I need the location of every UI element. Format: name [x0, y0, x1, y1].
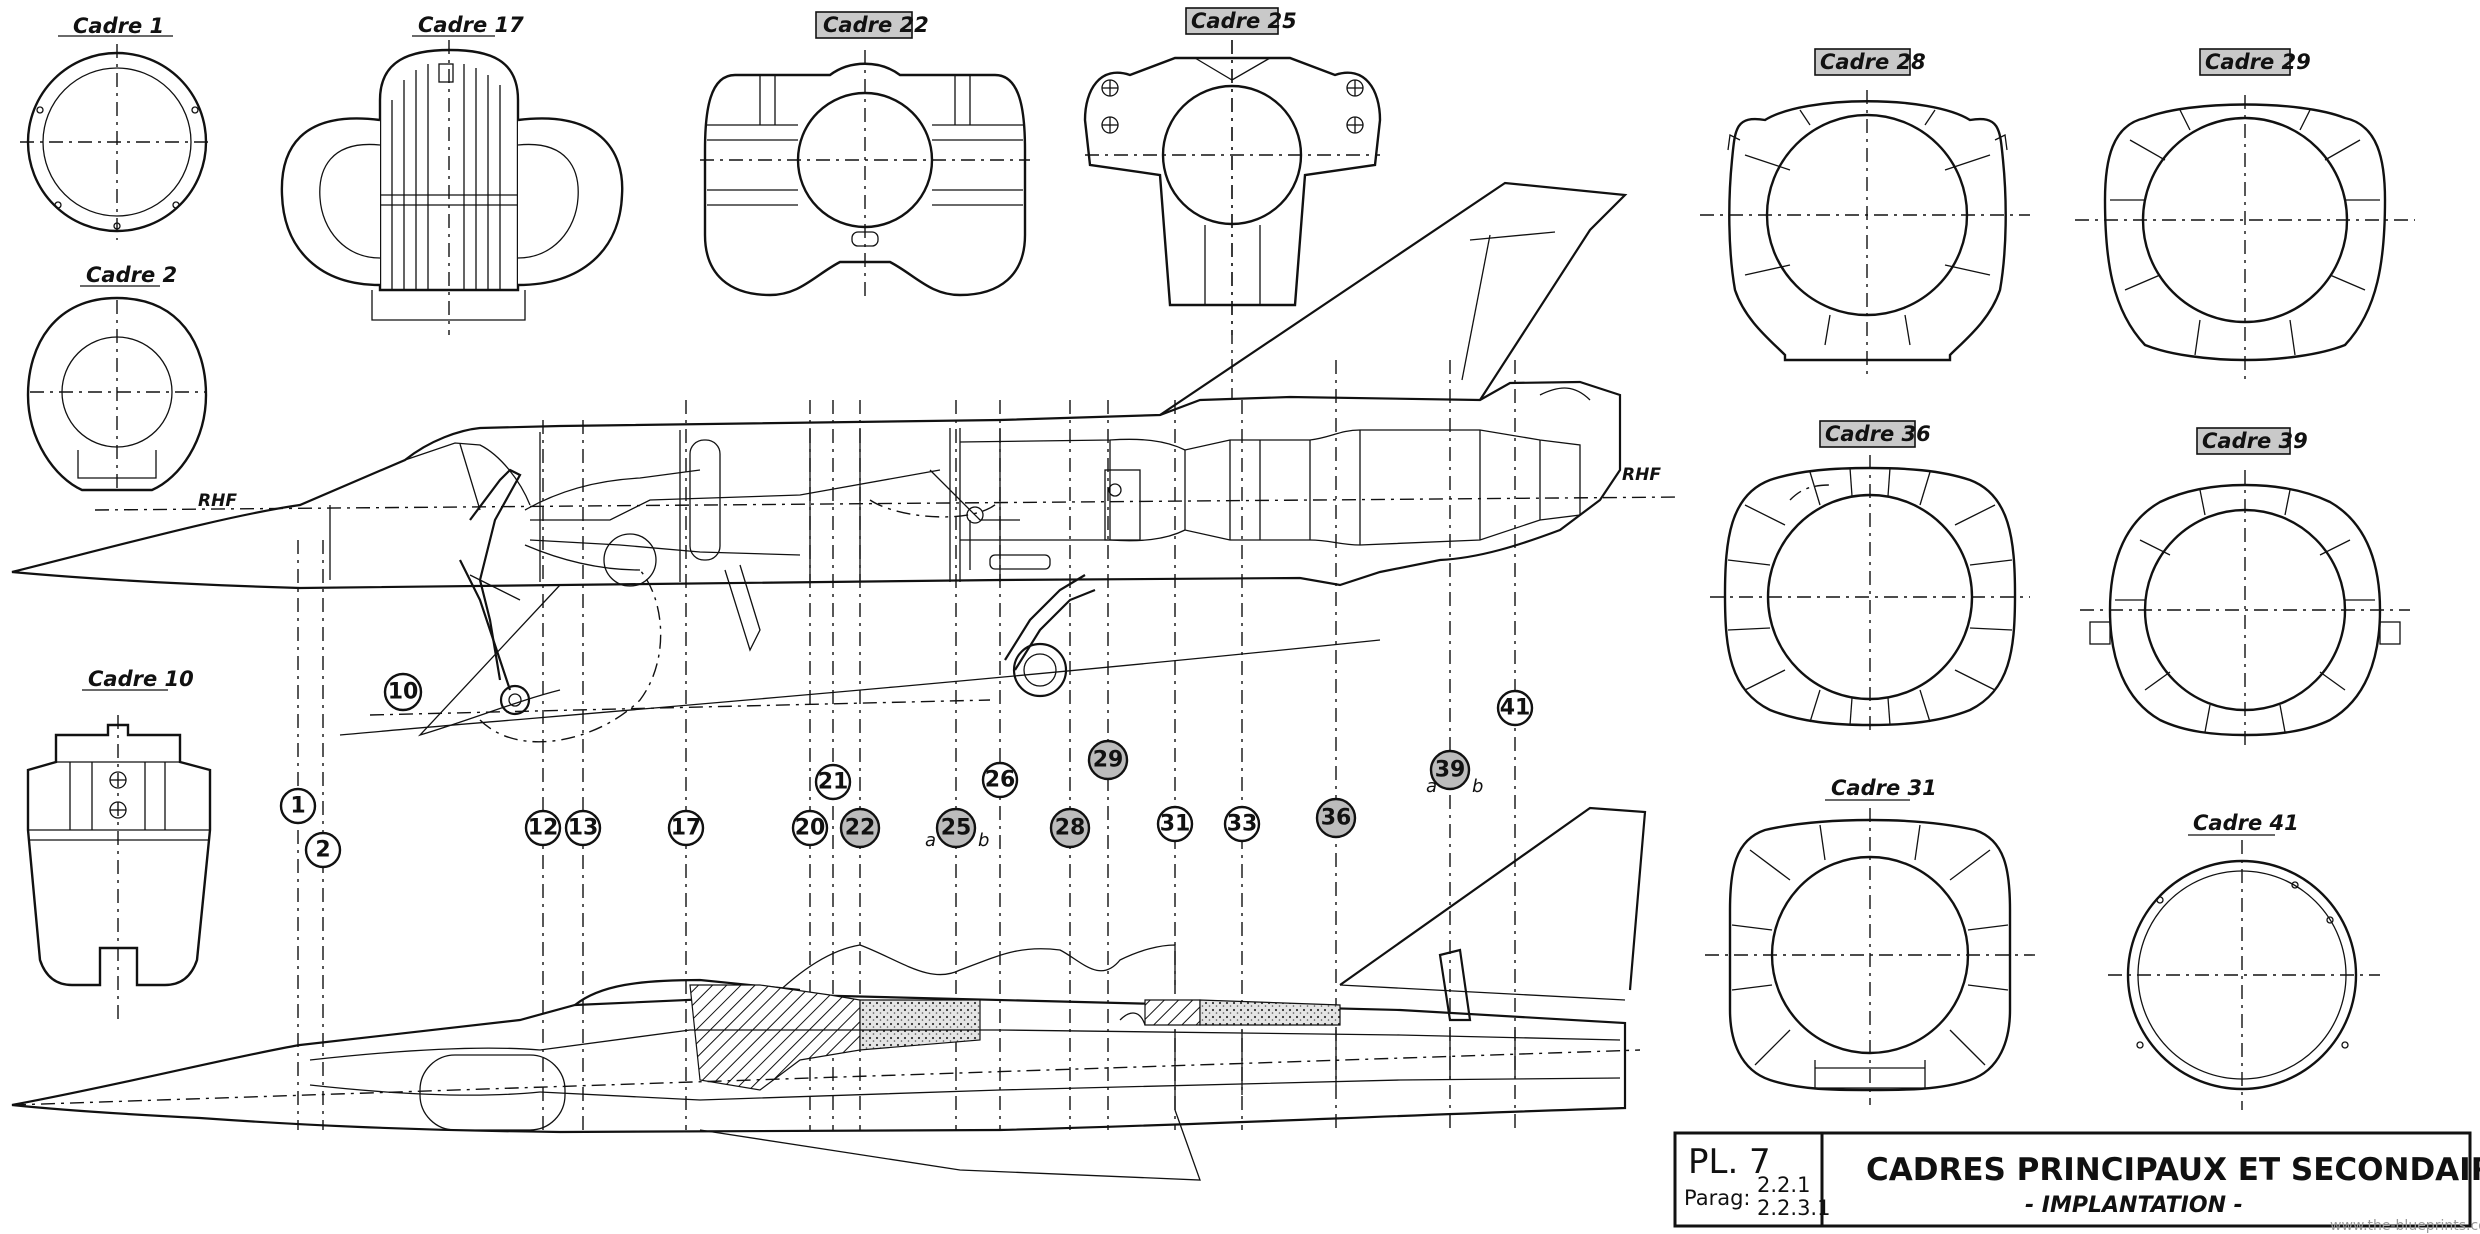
frame-view-cadre-28: Cadre 28 — [1700, 48, 2030, 380]
svg-text:22: 22 — [845, 816, 876, 841]
svg-text:13: 13 — [568, 816, 599, 841]
frame-view-cadre-29: Cadre 29 — [2075, 48, 2415, 380]
station-31: 31 — [1156, 805, 1194, 843]
title-block: PL. 7 Parag: 2.2.1 2.2.3.1 CADRES PRINCI… — [1673, 1131, 2480, 1228]
frame-label-cadre-2: Cadre 2 — [86, 263, 177, 287]
station-25: 25 a b — [925, 807, 989, 851]
side-view-upper: RHF RHF — [11, 181, 1681, 743]
plate-number: PL. 7 — [1688, 1142, 1771, 1182]
frame-view-cadre-17: Cadre 17 — [280, 13, 624, 335]
station-41: 41 — [1496, 689, 1534, 727]
frame-label-cadre-25: Cadre 25 — [1191, 9, 1297, 33]
frame-view-cadre-36: Cadre 36 — [1710, 420, 2030, 735]
svg-text:26: 26 — [985, 768, 1016, 793]
frame-view-cadre-31: Cadre 31 — [1705, 776, 2035, 1105]
watermark: www.the-blueprints.com — [2330, 1218, 2480, 1234]
frame-view-cadre-41: Cadre 41 — [2108, 811, 2380, 1110]
frame-view-cadre-39: Cadre 39 — [2080, 427, 2410, 745]
frame-view-cadre-10: Cadre 10 — [26, 667, 212, 1020]
station-22: 22 — [839, 807, 881, 849]
frame-label-cadre-28: Cadre 28 — [1820, 50, 1926, 74]
svg-text:25: 25 — [941, 816, 972, 841]
parag-label: Parag: — [1684, 1186, 1751, 1210]
station-20: 20 — [791, 809, 829, 847]
station-39: 39 a b — [1426, 749, 1483, 797]
svg-text:31: 31 — [1160, 812, 1191, 837]
station-36: 36 — [1315, 797, 1357, 839]
svg-text:1: 1 — [290, 794, 305, 819]
station-markers: 1 2 10 12 13 17 20 21 22 25 a b 26 28 29… — [279, 672, 1534, 869]
station-1: 1 — [279, 787, 317, 825]
svg-text:21: 21 — [818, 770, 849, 795]
drawing-subtitle: - IMPLANTATION - — [2025, 1193, 2243, 1218]
parag-ref-2: 2.2.3.1 — [1757, 1196, 1830, 1220]
station-33: 33 — [1223, 805, 1261, 843]
frame-label-cadre-1: Cadre 1 — [73, 14, 164, 38]
station-25-sub-b: b — [978, 830, 989, 851]
svg-text:33: 33 — [1227, 812, 1258, 837]
svg-text:28: 28 — [1055, 816, 1086, 841]
station-26: 26 — [981, 761, 1019, 799]
station-39-sub-a: a — [1426, 776, 1437, 797]
svg-text:39: 39 — [1435, 758, 1466, 783]
station-29: 29 — [1087, 739, 1129, 781]
main-gear — [966, 506, 1096, 698]
datum-label-left: RHF — [198, 491, 237, 511]
frame-label-cadre-39: Cadre 39 — [2202, 429, 2308, 453]
station-25-sub-a: a — [925, 830, 936, 851]
station-28: 28 — [1049, 807, 1091, 849]
svg-text:17: 17 — [671, 816, 702, 841]
svg-text:2: 2 — [315, 838, 330, 863]
frame-label-cadre-41: Cadre 41 — [2193, 811, 2299, 835]
station-21: 21 — [814, 763, 852, 801]
station-17: 17 — [667, 809, 705, 847]
svg-text:10: 10 — [388, 680, 419, 705]
station-12: 12 — [524, 809, 562, 847]
frame-label-cadre-36: Cadre 36 — [1825, 422, 1931, 446]
station-39-sub-b: b — [1472, 776, 1483, 797]
side-view-lower — [11, 806, 1647, 1181]
drawing-title: CADRES PRINCIPAUX ET SECONDAIRES — [1866, 1152, 2480, 1188]
nose-gear — [459, 468, 662, 743]
frame-view-cadre-1: Cadre 1 — [20, 14, 214, 240]
station-10: 10 — [383, 672, 423, 712]
svg-text:20: 20 — [795, 816, 826, 841]
svg-text:29: 29 — [1093, 748, 1124, 773]
station-2: 2 — [304, 831, 342, 869]
parag-ref-1: 2.2.1 — [1757, 1173, 1810, 1197]
svg-text:41: 41 — [1500, 696, 1531, 721]
frame-label-cadre-31: Cadre 31 — [1831, 776, 1937, 800]
frame-label-cadre-17: Cadre 17 — [418, 13, 524, 37]
station-13: 13 — [564, 809, 602, 847]
frame-view-cadre-2: Cadre 2 — [26, 263, 208, 492]
frame-label-cadre-10: Cadre 10 — [88, 667, 194, 691]
frame-view-cadre-25: Cadre 25 — [1083, 7, 1382, 335]
svg-text:12: 12 — [528, 816, 559, 841]
frame-view-cadre-22: Cadre 22 — [700, 11, 1030, 300]
frame-label-cadre-22: Cadre 22 — [823, 13, 929, 37]
svg-text:36: 36 — [1321, 806, 1352, 831]
frame-label-cadre-29: Cadre 29 — [2205, 50, 2311, 74]
datum-label-right: RHF — [1622, 465, 1661, 485]
